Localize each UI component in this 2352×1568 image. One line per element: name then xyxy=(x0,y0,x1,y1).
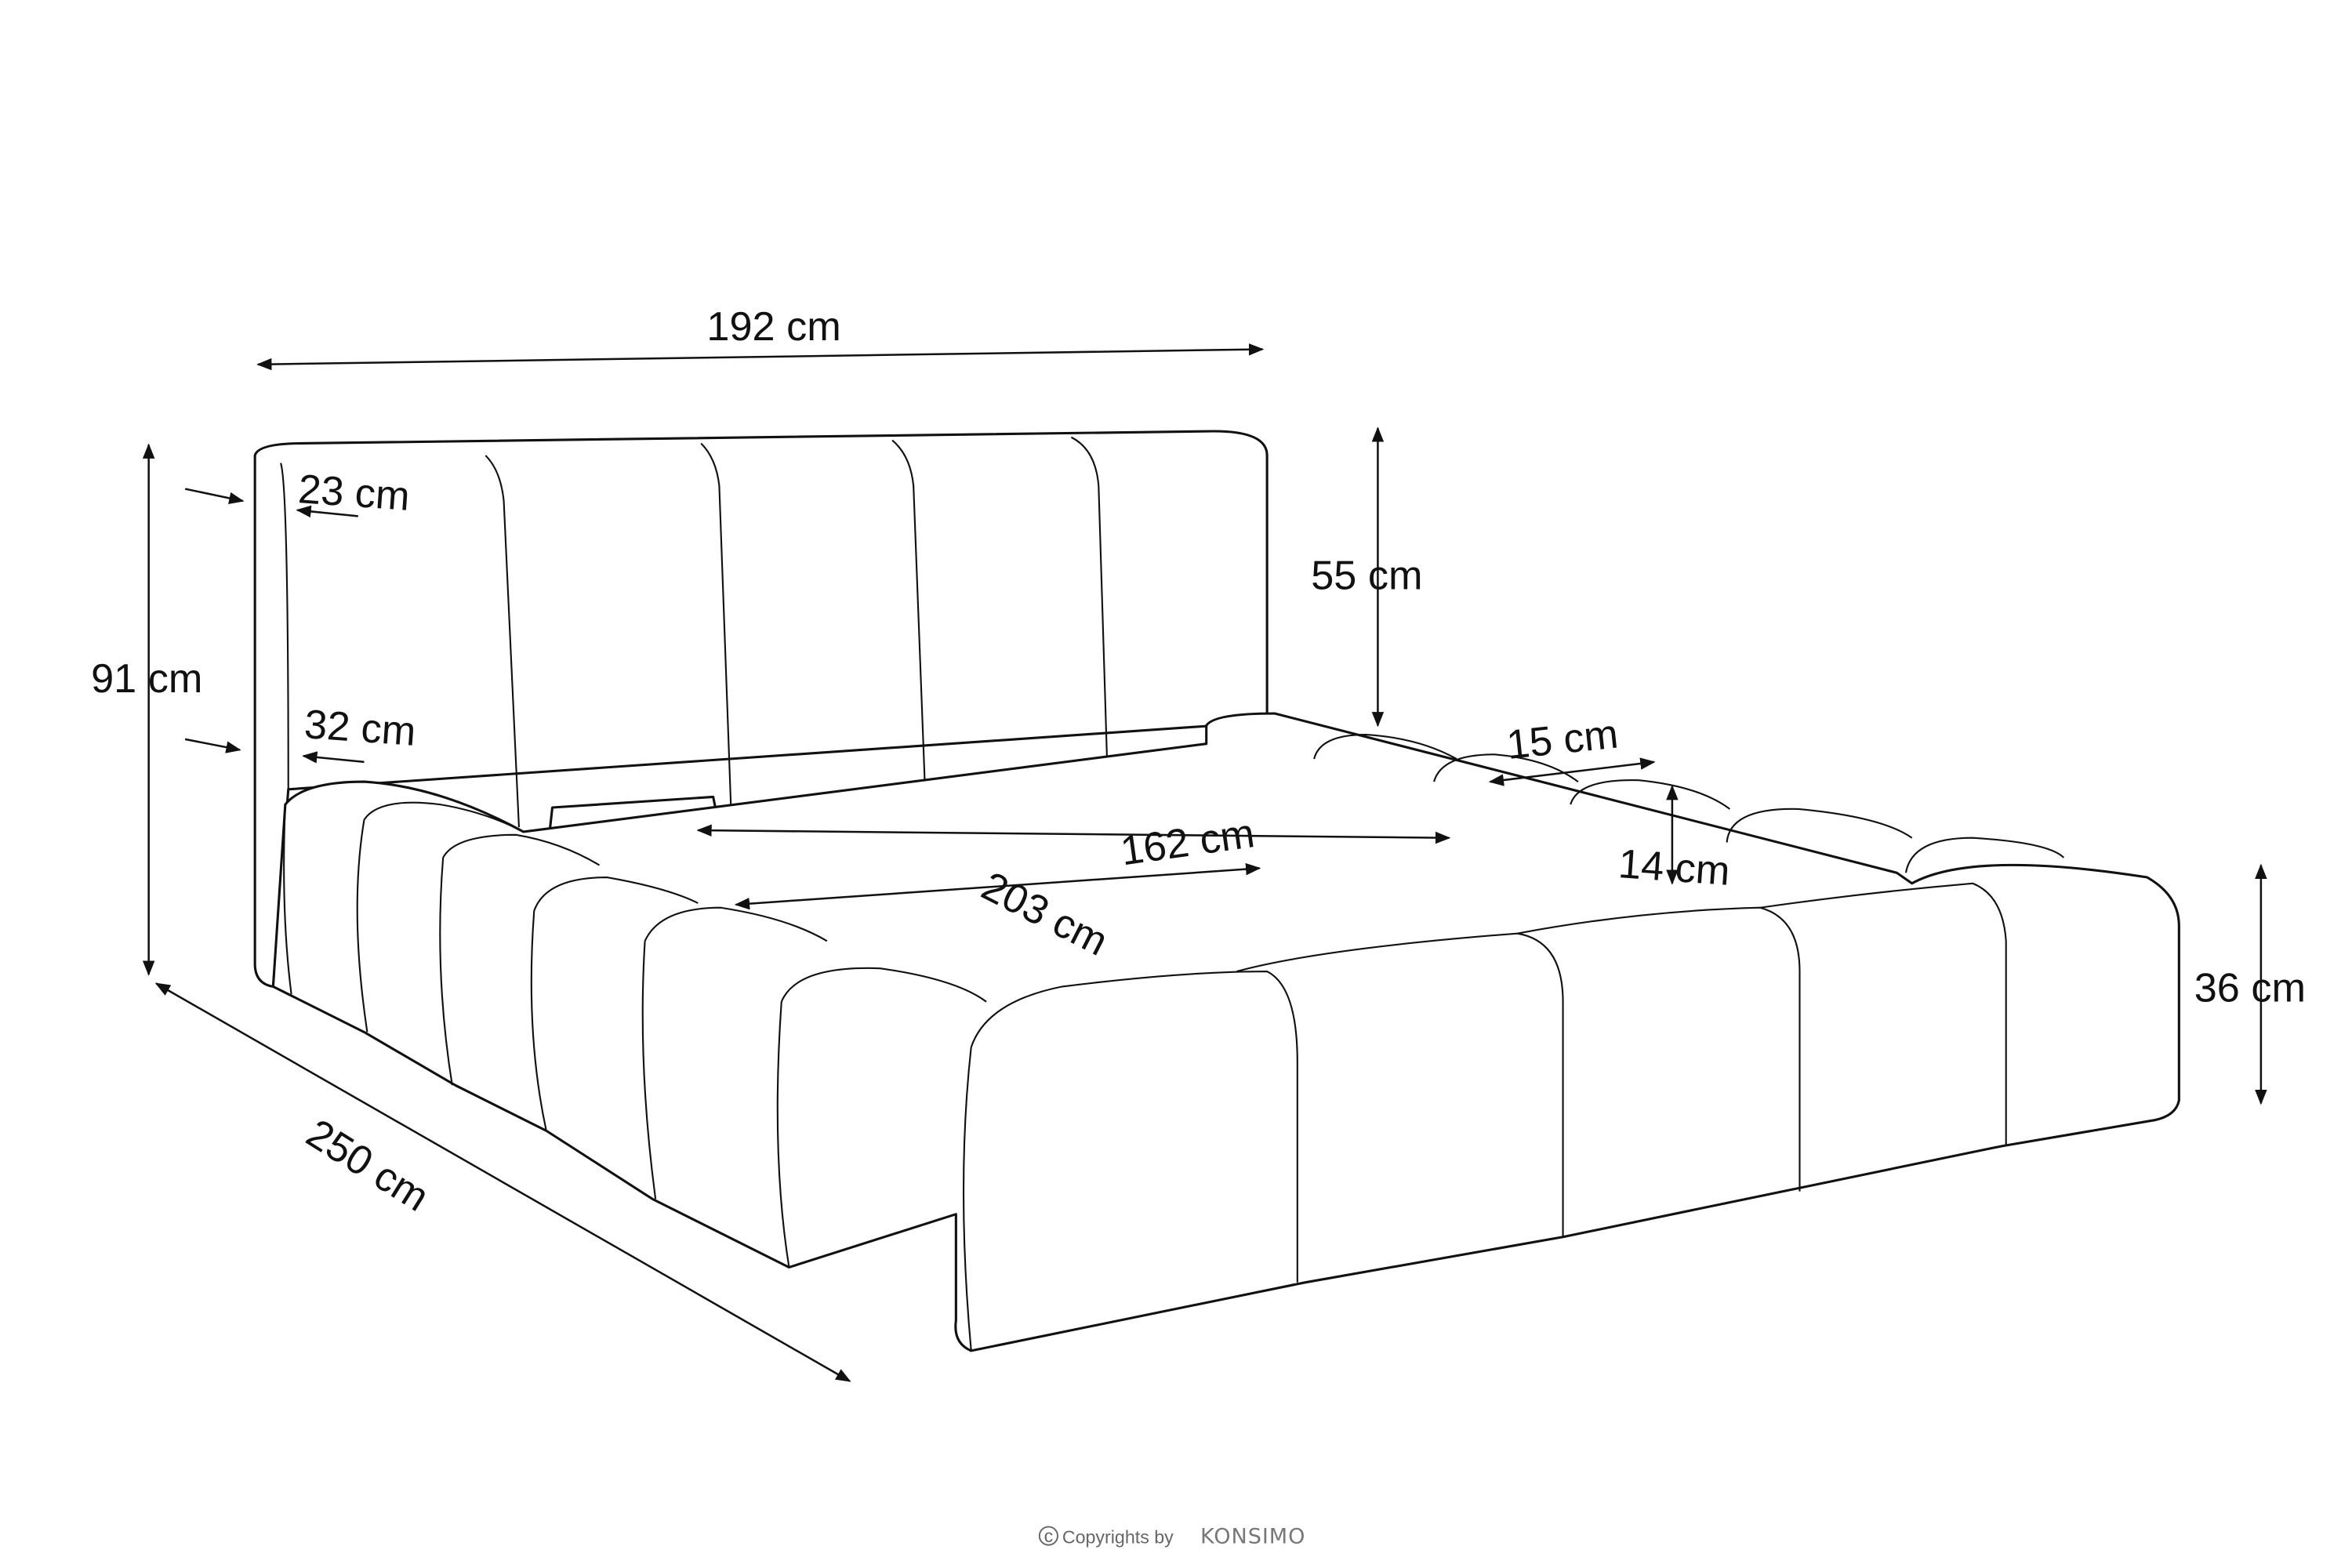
label-mattress-recess: 14 cm xyxy=(1617,841,1731,895)
label-headboard-bottom-depth: 32 cm xyxy=(303,702,417,755)
copyright-footer: c Copyrights by KONSIMO xyxy=(1038,1525,1305,1549)
dimension-lines xyxy=(142,343,2267,1382)
brand-logo: KONSIMO xyxy=(1200,1525,1305,1549)
label-total-width: 192 cm xyxy=(706,304,840,350)
label-frame-height: 36 cm xyxy=(2194,966,2306,1011)
label-total-length: 250 cm xyxy=(299,1111,437,1221)
copyright-icon xyxy=(1038,1526,1058,1546)
bed-illustration xyxy=(253,430,2180,1352)
label-headboard-top-depth: 23 cm xyxy=(297,466,412,520)
headboard xyxy=(253,430,1269,988)
copyright-text: Copyrights by xyxy=(1062,1527,1174,1548)
label-total-height: 91 cm xyxy=(91,656,202,702)
label-headboard-height: 55 cm xyxy=(1311,553,1422,598)
label-side-rail-width: 15 cm xyxy=(1504,711,1621,768)
svg-text:c: c xyxy=(1044,1526,1054,1546)
